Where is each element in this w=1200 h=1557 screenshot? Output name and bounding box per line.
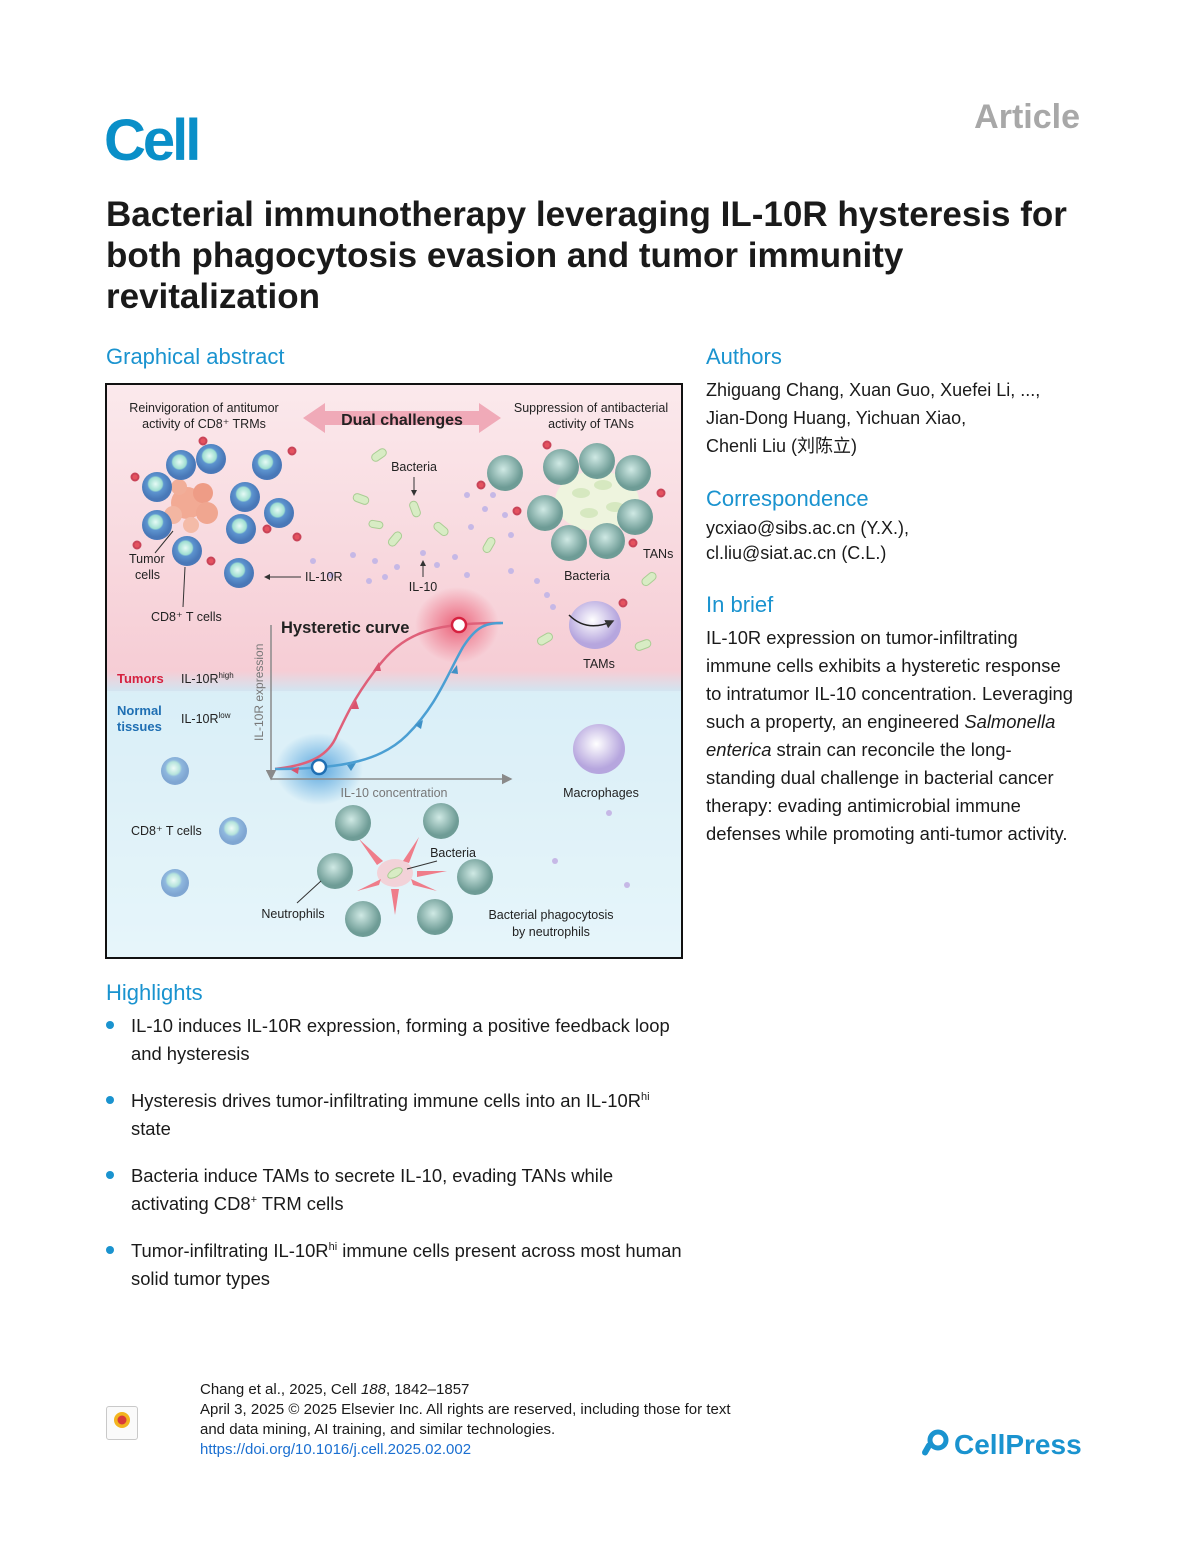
il10r-high-sup: high bbox=[219, 671, 234, 680]
il10r-high-label: IL-10R bbox=[181, 672, 219, 686]
publisher-logo: CellPress bbox=[920, 1428, 1082, 1465]
in-brief-heading: In brief bbox=[706, 592, 774, 617]
phagocytosis-label-1: Bacterial phagocytosis bbox=[488, 908, 613, 922]
highlight-item: Tumor-infiltrating IL-10Rhi immune cells… bbox=[106, 1237, 691, 1293]
neutrophil-cells bbox=[317, 803, 493, 937]
highlight-item: Hysteresis drives tumor-infiltrating imm… bbox=[106, 1087, 691, 1143]
tans-label: TANs bbox=[643, 547, 673, 561]
il10-molecules bbox=[310, 492, 630, 888]
il10r-label: IL-10R bbox=[305, 570, 343, 584]
in-brief-part: IL-10R expression on tumor-infiltrating … bbox=[706, 627, 1074, 732]
authors-heading: Authors bbox=[706, 344, 782, 369]
y-axis-label: IL-10R expression bbox=[252, 644, 266, 741]
bullet-icon bbox=[106, 1246, 114, 1254]
correspondence-heading: Correspondence bbox=[706, 486, 869, 511]
tumor-cell-cluster bbox=[164, 479, 218, 533]
bullet-icon bbox=[106, 1171, 114, 1179]
hysteretic-curve-label: Hysteretic curve bbox=[281, 619, 409, 637]
svg-text:IL-10Rhigh: IL-10Rhigh bbox=[181, 671, 234, 686]
in-brief-italic: Salmonella enterica bbox=[706, 711, 1056, 760]
bacteria-right-label: Bacteria bbox=[564, 569, 610, 583]
correspondence-emails: ycxiao@sibs.ac.cn (Y.X.), cl.liu@siat.ac… bbox=[706, 516, 909, 566]
in-brief-text: IL-10R expression on tumor-infiltrating … bbox=[706, 624, 1081, 848]
il10r-low-sup: low bbox=[219, 711, 231, 720]
pink-curve bbox=[274, 621, 502, 771]
bacteria-scatter-top bbox=[352, 448, 657, 651]
highlight-item: IL-10 induces IL-10R expression, forming… bbox=[106, 1012, 691, 1068]
right-top-label-1: Suppression of antibacterial bbox=[514, 401, 668, 415]
copyright-line: and data mining, AI training, and simila… bbox=[200, 1421, 556, 1438]
dual-challenges-label: Dual challenges bbox=[341, 412, 463, 429]
publisher-name: CellPress bbox=[954, 1428, 1082, 1460]
cellpress-logo-icon bbox=[920, 1428, 950, 1465]
tumors-label: Tumors bbox=[117, 671, 164, 686]
cd8-t-cells-top bbox=[142, 444, 294, 588]
tam-cell bbox=[569, 601, 621, 649]
cd8-t-cells-bottom bbox=[161, 757, 247, 897]
blue-curve bbox=[274, 621, 504, 771]
neutrophils-label: Neutrophils bbox=[261, 907, 324, 921]
left-top-label-1: Reinvigoration of antitumor bbox=[129, 401, 278, 415]
author-line: Jian-Dong Huang, Yichuan Xiao, bbox=[706, 408, 967, 428]
tans-cells bbox=[487, 443, 653, 561]
graphical-abstract-heading: Graphical abstract bbox=[106, 344, 285, 369]
doi-link[interactable]: https://doi.org/10.1016/j.cell.2025.02.0… bbox=[200, 1441, 472, 1458]
in-brief-part: strain can reconcile the long-standing d… bbox=[706, 739, 1068, 844]
tams-label: TAMs bbox=[583, 657, 615, 671]
phagocytosis-label-2: by neutrophils bbox=[512, 925, 590, 939]
normal-tissues-label-1: Normal bbox=[117, 703, 162, 718]
left-top-label-2: activity of CD8⁺ TRMs bbox=[142, 417, 266, 431]
article-type-label: Article bbox=[974, 98, 1080, 136]
email-link[interactable]: ycxiao@sibs.ac.cn (Y.X.), bbox=[706, 518, 910, 538]
il10-label: IL-10 bbox=[409, 580, 438, 594]
highlights-heading: Highlights bbox=[106, 980, 203, 1005]
normal-tissues-label-2: tissues bbox=[117, 719, 162, 734]
x-axis-label: IL-10 concentration bbox=[340, 786, 447, 800]
hysteresis-low-point bbox=[310, 758, 328, 776]
citation-line: Chang et al., 2025, Cell 188, 1842–1857 bbox=[200, 1381, 470, 1398]
highlight-item: Bacteria induce TAMs to secrete IL-10, e… bbox=[106, 1162, 691, 1218]
bullet-icon bbox=[106, 1021, 114, 1029]
il10r-low-label: IL-10R bbox=[181, 712, 219, 726]
graphical-abstract-figure: Dual challenges Reinvigoration of antitu… bbox=[105, 383, 683, 959]
journal-logo: Cell bbox=[104, 108, 201, 173]
il10r-receptors-top bbox=[130, 436, 302, 566]
bacteria-bottom-label: Bacteria bbox=[430, 846, 476, 860]
email-link[interactable]: cl.liu@siat.ac.cn (C.L.) bbox=[706, 543, 887, 563]
svg-text:IL-10Rlow: IL-10Rlow bbox=[181, 711, 231, 726]
hysteresis-high-point bbox=[450, 616, 468, 634]
copyright-line: April 3, 2025 © 2025 Elsevier Inc. All r… bbox=[200, 1401, 731, 1418]
author-list: Zhiguang Chang, Xuan Guo, Xuefei Li, ...… bbox=[706, 376, 1106, 460]
citation-footer: Chang et al., 2025, Cell 188, 1842–1857 … bbox=[200, 1380, 731, 1460]
author-line: Zhiguang Chang, Xuan Guo, Xuefei Li, ...… bbox=[706, 380, 1041, 400]
tumor-cells-label-1: Tumor bbox=[129, 552, 165, 566]
macrophages-label: Macrophages bbox=[563, 786, 639, 800]
check-for-updates-badge[interactable] bbox=[106, 1406, 138, 1440]
bacteria-top-label: Bacteria bbox=[391, 460, 437, 474]
macrophage-cell bbox=[573, 724, 625, 774]
cd8-top-label: CD8⁺ T cells bbox=[151, 610, 222, 624]
bullet-icon bbox=[106, 1096, 114, 1104]
highlights-list: IL-10 induces IL-10R expression, forming… bbox=[106, 1012, 691, 1312]
author-line: Chenli Liu (刘陈立) bbox=[706, 436, 858, 456]
cd8-bottom-label: CD8⁺ T cells bbox=[131, 824, 202, 838]
article-title: Bacterial immunotherapy leveraging IL-10… bbox=[106, 195, 1067, 316]
tumor-cells-label-2: cells bbox=[135, 568, 160, 582]
right-top-label-2: activity of TANs bbox=[548, 417, 634, 431]
